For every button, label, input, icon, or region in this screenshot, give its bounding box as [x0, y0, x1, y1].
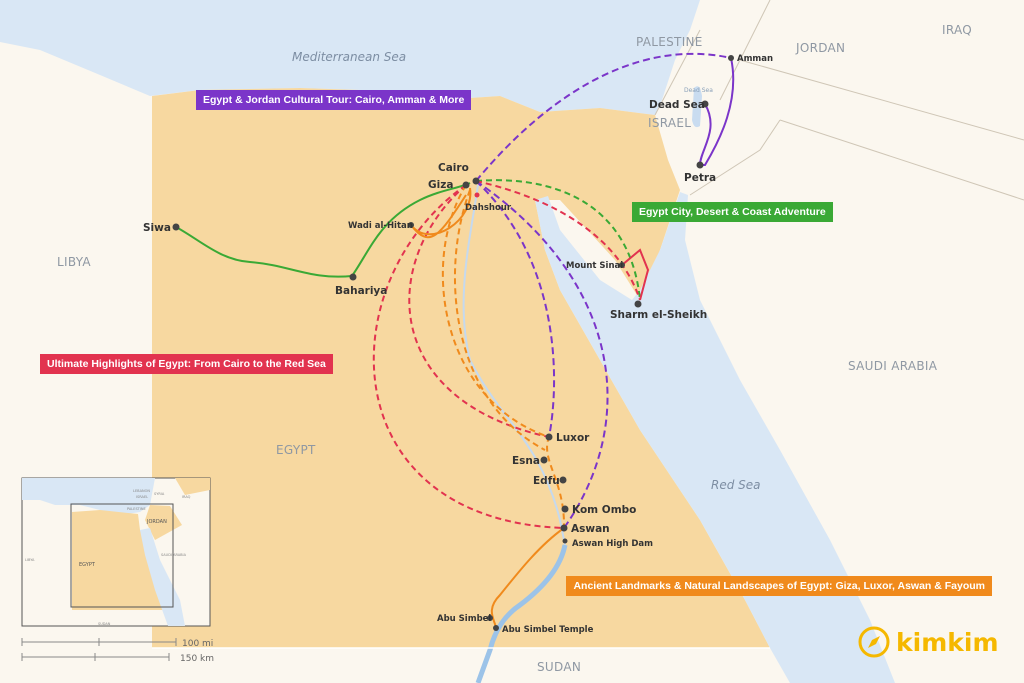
- route-orange-abusimbel: [490, 527, 565, 629]
- label-cairo[interactable]: Cairo: [438, 162, 469, 174]
- label-esna[interactable]: Esna: [512, 455, 540, 467]
- inset-label-israel: ISRAEL: [136, 495, 148, 499]
- label-libya: LIBYA: [57, 255, 91, 269]
- label-luxor[interactable]: Luxor: [556, 432, 590, 444]
- scale-km: 150 km: [180, 654, 214, 664]
- label-dahshour[interactable]: Dahshour: [465, 203, 512, 213]
- borders: [654, 0, 1024, 201]
- inset-label-palestine: PALESTINE: [127, 507, 146, 511]
- label-sudan: SUDAN: [537, 660, 581, 674]
- label-aswan-high-dam[interactable]: Aswan High Dam: [572, 539, 653, 549]
- label-bahariya[interactable]: Bahariya: [335, 285, 387, 297]
- label-aswan[interactable]: Aswan: [571, 523, 610, 535]
- route-purple-jordan: [698, 57, 735, 166]
- route-green-sinai: [621, 248, 650, 301]
- scale-mi: 100 mi: [182, 639, 213, 649]
- inset-label-libya: LIBYA: [25, 558, 35, 562]
- label-israel: ISRAEL: [648, 116, 691, 130]
- label-mediterranean: Mediterranean Sea: [292, 50, 406, 64]
- route-orange-nile: [441, 184, 566, 529]
- inset-label-sudan: SUDAN: [98, 622, 111, 626]
- label-mount-sinai[interactable]: Mount Sinai: [566, 261, 623, 271]
- inset-label-egypt: EGYPT: [79, 562, 96, 568]
- dead-sea-water: [692, 86, 702, 128]
- label-saudi: SAUDI ARABIA: [848, 359, 938, 373]
- inset-label-jordan: JORDAN: [146, 519, 167, 525]
- inset-label-iraq: IRAQ: [182, 495, 191, 499]
- label-dead-sea[interactable]: Dead Sea: [649, 99, 705, 111]
- compass-icon: [858, 626, 890, 658]
- tour-label-jordan[interactable]: Egypt & Jordan Cultural Tour: Cairo, Amm…: [196, 90, 472, 110]
- label-iraq: IRAQ: [942, 23, 972, 37]
- route-purple-aswan: [475, 180, 609, 529]
- label-petra[interactable]: Petra: [684, 172, 716, 184]
- route-orange-nile2: [454, 189, 546, 451]
- label-abu-simbel[interactable]: Abu Simbel: [437, 614, 491, 624]
- tour-label-coast[interactable]: Egypt City, Desert & Coast Adventure: [632, 202, 833, 222]
- lake-nasser: [475, 544, 568, 683]
- label-giza[interactable]: Giza: [428, 179, 453, 191]
- label-wadi-al-hitan[interactable]: Wadi al-Hitan: [348, 221, 413, 231]
- label-red-sea: Red Sea: [711, 478, 761, 492]
- tour-label-landmarks[interactable]: Ancient Landmarks & Natural Landscapes o…: [566, 576, 992, 596]
- label-siwa[interactable]: Siwa: [143, 222, 171, 234]
- scale-bar: [21, 638, 177, 661]
- label-edfu[interactable]: Edfu: [533, 475, 560, 487]
- label-egypt: EGYPT: [276, 443, 316, 457]
- tour-label-redsea[interactable]: Ultimate Highlights of Egypt: From Cairo…: [40, 354, 333, 374]
- inset-label-lebanon: LEBANON: [133, 489, 150, 493]
- label-abu-simbel-temple[interactable]: Abu Simbel Temple: [502, 625, 594, 635]
- label-amman[interactable]: Amman: [737, 54, 773, 64]
- city-markers: [172, 55, 734, 631]
- route-red-sharm: [475, 180, 641, 301]
- route-purple-amman: [475, 52, 732, 182]
- label-sharm-el-sheikh[interactable]: Sharm el-Sheikh: [610, 309, 707, 321]
- inset-label-syria: SYRIA: [154, 492, 165, 496]
- label-jordan: JORDAN: [795, 41, 845, 55]
- inset-label-saudi: SAUDI ARABIA: [161, 553, 187, 557]
- egypt-land: [152, 88, 770, 648]
- red-sea: [535, 192, 895, 683]
- inset-map: LEBANON SYRIA ISRAEL PALESTINE IRAQ JORD…: [21, 477, 211, 627]
- logo-text: kimkim: [896, 627, 999, 657]
- route-red-luxor: [408, 184, 550, 438]
- label-dead-sea-water: Dead Sea: [684, 87, 713, 94]
- mediterranean-sea: [0, 0, 700, 115]
- label-kom-ombo[interactable]: Kom Ombo: [572, 504, 636, 516]
- label-palestine: PALESTINE: [636, 35, 703, 49]
- route-purple-luxor: [475, 180, 556, 438]
- route-green-flight: [475, 179, 641, 301]
- route-red-aswan: [372, 184, 565, 529]
- kimkim-logo: kimkim: [858, 626, 999, 658]
